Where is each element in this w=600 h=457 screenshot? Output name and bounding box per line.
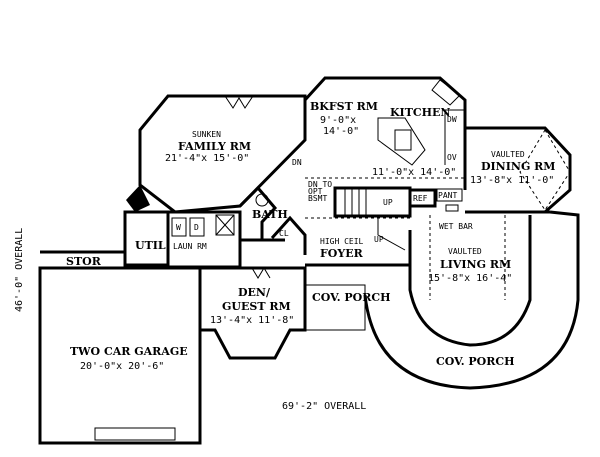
basement-stair-1: DN TO [308, 180, 332, 189]
den-label-2: GUEST RM [222, 300, 291, 313]
wet-bar-label: WET BAR [439, 222, 473, 231]
kitchen-size: 11'-0"x 14'-0" [372, 167, 456, 178]
oven-label: OV [447, 153, 457, 162]
family-stair-down: DN [292, 158, 302, 167]
stair-up-label: UP [383, 198, 393, 207]
living-note: VAULTED [448, 247, 482, 256]
dryer-label: D [194, 223, 199, 232]
ref-label: REF [413, 194, 428, 203]
foyer [305, 217, 410, 267]
foyer-label: FOYER [320, 247, 364, 260]
kitchen-label: KITCHEN [390, 106, 450, 119]
foyer-note: HIGH CEIL [320, 237, 364, 246]
family-note: SUNKEN [192, 130, 221, 139]
pantry-label: PANT [438, 191, 457, 200]
living-room-label: LIVING RM [440, 258, 511, 271]
dining-room-size: 13'-8"x 11'-0" [470, 175, 554, 186]
washer-label: W [176, 223, 181, 232]
stair-up-label-2: UP [374, 235, 384, 244]
dining-note: VAULTED [491, 150, 525, 159]
den-size: 13'-4"x 11'-8" [210, 315, 294, 326]
basement-stair-2: OPT [308, 187, 323, 196]
den-label-1: DEN/ [238, 286, 271, 299]
garage [38, 250, 202, 445]
living-porch [363, 210, 580, 390]
garage-size: 20'-0"x 20'-6" [80, 361, 164, 372]
family-room-label: FAMILY RM [178, 140, 251, 153]
bath-closet [238, 185, 307, 255]
dining-room-label: DINING RM [481, 160, 555, 173]
breakfast-size-1: 9'-0"x [320, 115, 356, 126]
breakfast-size-2: 14'-0" [323, 126, 359, 137]
overall-depth: 46'-0" OVERALL [14, 228, 25, 312]
breakfast-label: BKFST RM [310, 100, 378, 113]
family-room-size: 21'-4"x 15'-0" [165, 153, 249, 164]
garage-label: TWO CAR GARAGE [70, 345, 188, 358]
living-room-size: 15'-8"x 16'-4" [428, 273, 512, 284]
overall-width: 69'-2" OVERALL [282, 401, 366, 412]
den [198, 266, 307, 360]
stairs [333, 186, 463, 251]
util-label: UTIL [135, 239, 166, 252]
rear-porch-label: COV. PORCH [436, 355, 515, 368]
storage-label: STOR [66, 255, 102, 268]
front-porch [305, 284, 366, 331]
front-porch-label: COV. PORCH [312, 291, 391, 304]
laundry-label: LAUN RM [173, 242, 207, 251]
bath-label: BATH [252, 208, 288, 221]
kitchen-breakfast [303, 76, 467, 190]
basement-stair-3: BSMT [308, 194, 327, 203]
closet-label: CL [279, 229, 289, 238]
dishwasher-label: DW [447, 115, 457, 124]
